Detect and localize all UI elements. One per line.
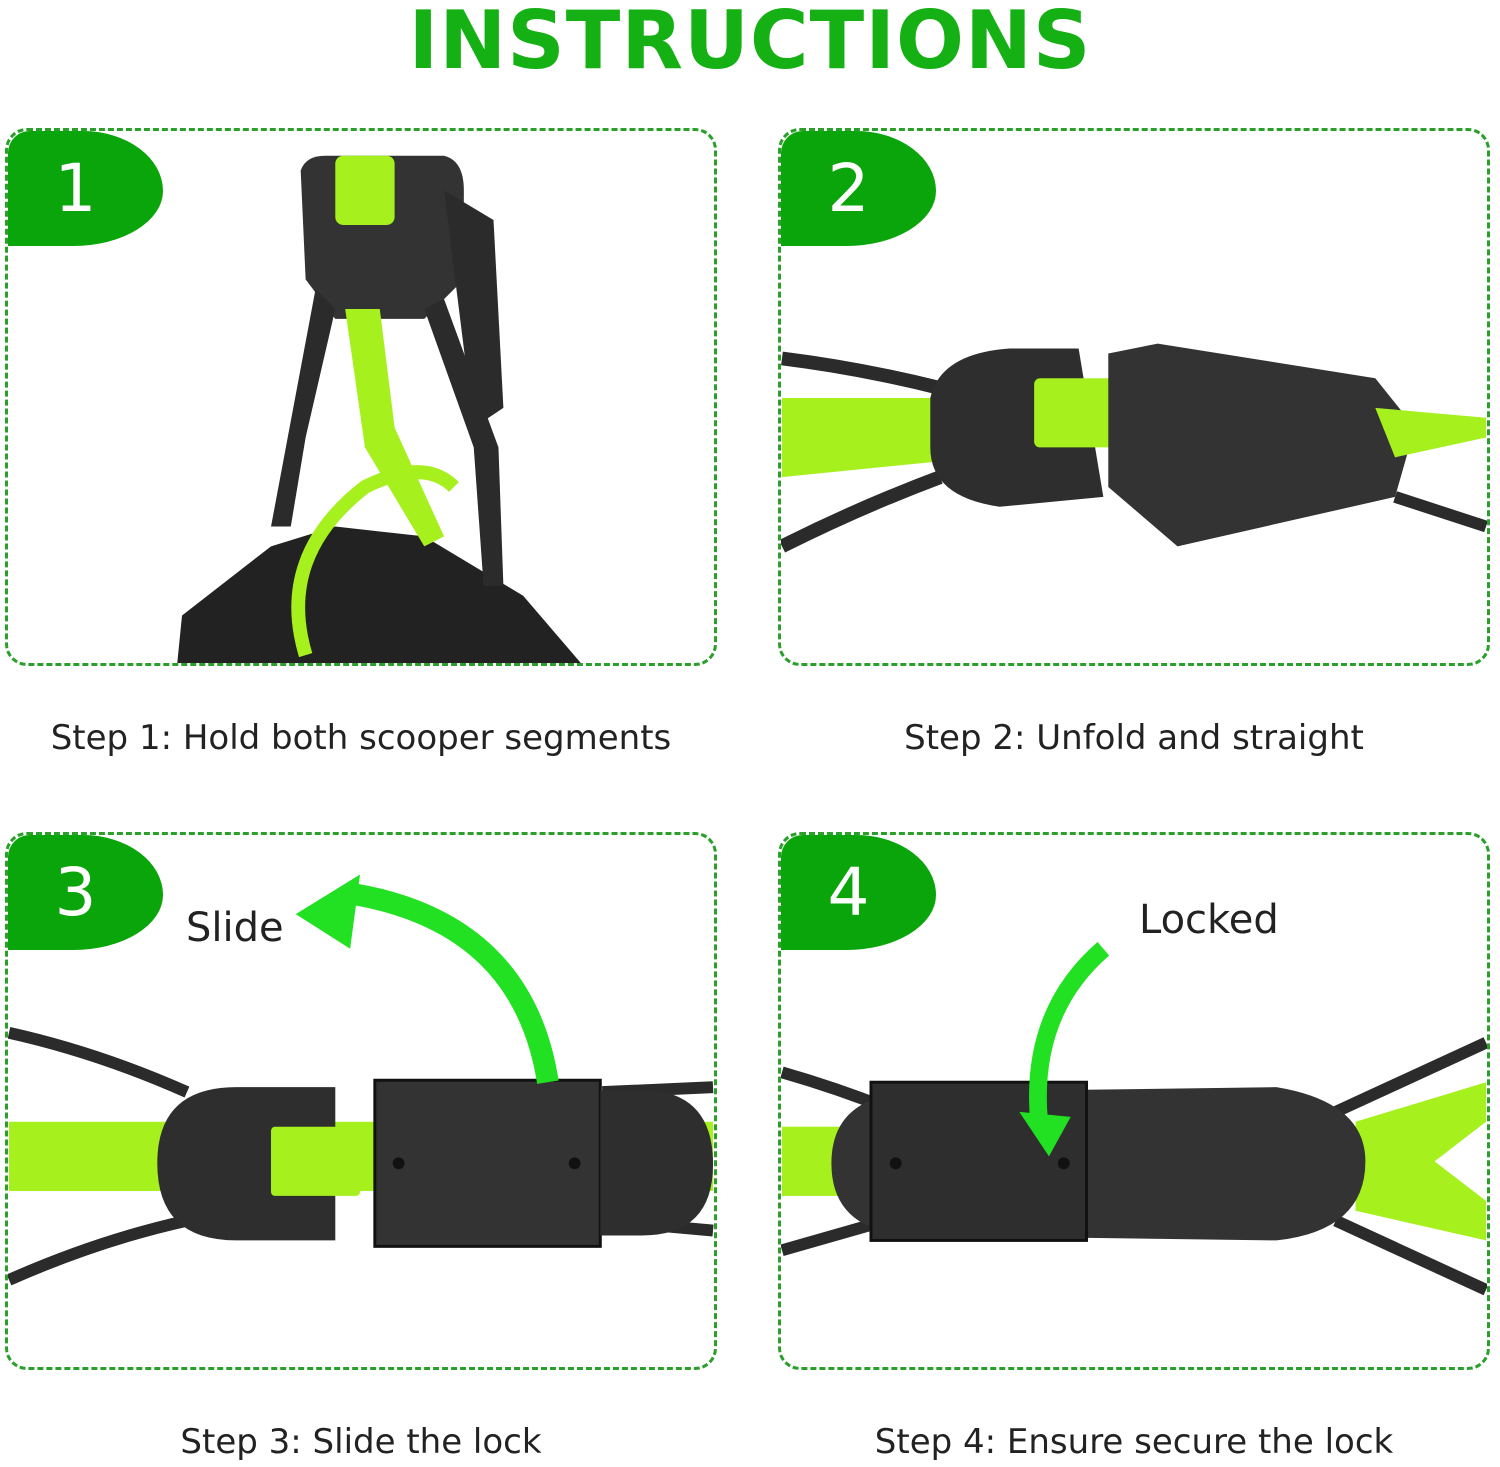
step-3-badge: 3 xyxy=(8,835,163,950)
slide-annotation: Slide xyxy=(186,905,284,951)
step-3-caption: Step 3: Slide the lock xyxy=(180,1422,542,1462)
step-1-caption: Step 1: Hold both scooper segments xyxy=(50,718,672,758)
step-4-badge: 4 xyxy=(781,835,936,950)
unfolded-scooper-illustration xyxy=(781,343,1487,553)
step-2-panel: 2 xyxy=(778,128,1490,666)
step-3-panel: 3 Slide xyxy=(5,832,717,1370)
locked-arrow-icon xyxy=(1029,941,1110,1123)
step-1-badge: 1 xyxy=(8,131,163,246)
locked-annotation: Locked xyxy=(1139,897,1279,943)
locked-illustration xyxy=(781,941,1487,1296)
folded-scooper-illustration xyxy=(177,155,581,663)
slide-lock-illustration xyxy=(8,874,714,1286)
step-4-panel: 4 Locked xyxy=(778,832,1490,1370)
step-2-badge: 2 xyxy=(781,131,936,246)
page-title: INSTRUCTIONS xyxy=(408,0,1092,87)
slide-arrow-icon xyxy=(353,883,559,1084)
step-1-panel: 1 xyxy=(5,128,717,666)
step-4-caption: Step 4: Ensure secure the lock xyxy=(874,1422,1394,1462)
step-2-caption: Step 2: Unfold and straight xyxy=(904,718,1364,758)
